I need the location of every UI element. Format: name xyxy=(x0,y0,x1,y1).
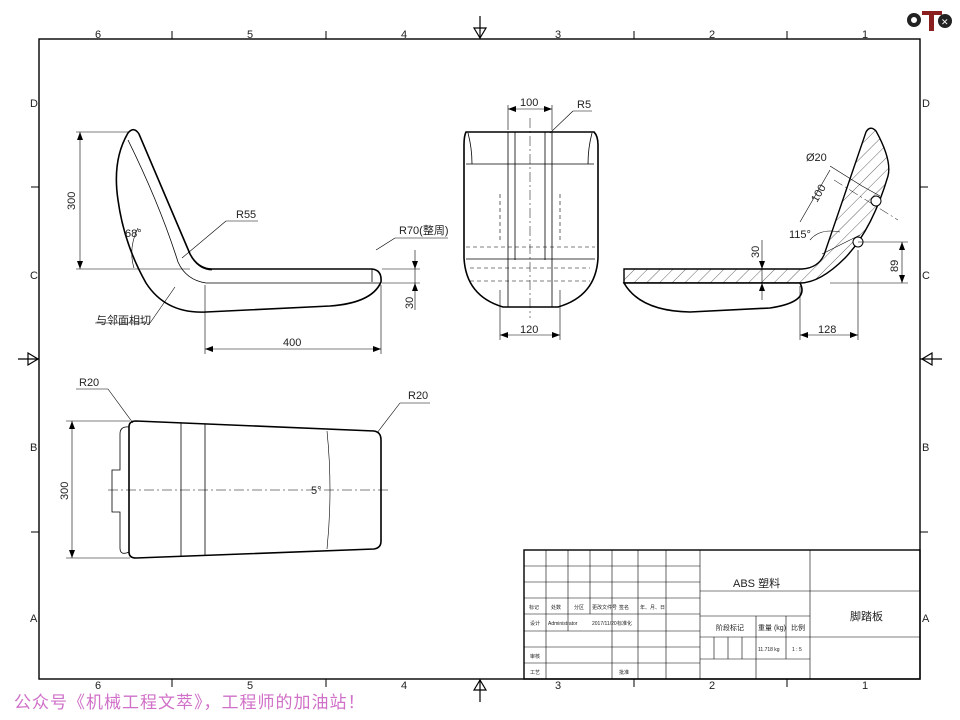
zone-row-c-right: C xyxy=(922,270,930,282)
dim-top-radius-right: R20 xyxy=(408,390,428,402)
tb-header-mark: 标记 xyxy=(529,604,539,611)
svg-text:✕: ✕ xyxy=(941,17,949,27)
dim-top-radius-left: R20 xyxy=(79,377,99,389)
dim-front-top-width: 100 xyxy=(520,97,538,109)
tb-header-date: 年、月、日 xyxy=(640,604,665,611)
tb-material: ABS 塑料 xyxy=(733,576,780,590)
zone-col-4-bottom: 4 xyxy=(401,680,407,692)
title-block: 标记 处数 分区 更改文件号 签名 年、月、日 设计 Administrator… xyxy=(523,549,921,680)
dim-section-angle: 115° xyxy=(789,229,811,241)
tb-header-zone: 分区 xyxy=(574,604,584,611)
section-hatched-region xyxy=(623,127,890,284)
front-view: 100 R5 120 xyxy=(463,97,599,340)
section-view: Ø20 100 115° 30 89 128 xyxy=(622,127,908,340)
note-tangent: 与邻面相切 xyxy=(96,314,151,327)
dim-side-angle: 68° xyxy=(125,228,142,240)
dim-side-length: 400 xyxy=(283,337,301,349)
zone-col-3-top: 3 xyxy=(555,29,561,41)
dim-section-offset: 100 xyxy=(809,183,829,205)
tb-part-name: 脚踏板 xyxy=(850,609,883,623)
tb-scale: 1 : 5 xyxy=(792,647,802,653)
zone-row-a-left: A xyxy=(30,613,38,625)
dim-side-height: 300 xyxy=(66,192,78,210)
tb-designer: Administrator xyxy=(548,621,578,627)
zone-row-b-left: B xyxy=(30,442,37,454)
dim-side-round: R70(整周) xyxy=(399,223,449,237)
dim-top-width: 300 xyxy=(59,482,71,500)
tb-design-label: 设计 xyxy=(530,620,540,627)
dim-front-bottom-width: 120 xyxy=(520,324,538,336)
zone-row-d-left: D xyxy=(30,98,38,110)
dim-section-thickness: 30 xyxy=(750,246,762,258)
tb-header-sign: 签名 xyxy=(619,604,629,611)
zone-col-1-bottom: 1 xyxy=(862,680,868,692)
zone-col-4-top: 4 xyxy=(401,29,407,41)
tb-review: 审核 xyxy=(530,653,540,660)
zone-ticks xyxy=(31,31,928,687)
tb-scale-label: 比例 xyxy=(791,623,805,632)
tb-weight-label: 重量 (kg) xyxy=(758,624,786,632)
top-view: 300 5° R20 R20 xyxy=(59,377,430,559)
zone-col-2-top: 2 xyxy=(709,29,715,41)
tb-standardization: 标准化 xyxy=(617,620,632,627)
dim-side-thickness: 30 xyxy=(404,297,416,309)
centering-marks xyxy=(18,16,942,702)
zone-col-3-bottom: 3 xyxy=(555,680,561,692)
top-view-outline xyxy=(128,420,382,559)
front-view-outline xyxy=(463,131,599,308)
tb-weight: 11.718 kg xyxy=(758,647,780,653)
zone-row-a-right: A xyxy=(922,613,930,625)
tb-header-count: 处数 xyxy=(551,604,561,611)
footer-slogan: 公众号《机械工程文萃》，工程师的加油站！ xyxy=(14,693,366,713)
dim-top-taper: 5° xyxy=(311,485,322,497)
dim-side-fillet: R55 xyxy=(236,209,256,221)
zone-col-6-bottom: 6 xyxy=(95,680,101,692)
zone-col-2-bottom: 2 xyxy=(709,680,715,692)
tb-approve: 批准 xyxy=(619,669,629,676)
company-logo-icon: ✕ xyxy=(907,11,952,31)
side-view-tangent-edge xyxy=(127,139,381,284)
dim-section-length: 128 xyxy=(818,324,836,336)
zone-row-c-left: C xyxy=(30,270,38,282)
zone-col-6-top: 6 xyxy=(95,29,101,41)
tb-process: 工艺 xyxy=(530,670,540,676)
dim-section-height: 89 xyxy=(889,260,901,272)
zone-col-1-top: 1 xyxy=(862,29,868,41)
tb-date: 2017/11/20 xyxy=(592,621,617,627)
tb-header-change-doc: 更改文件号 xyxy=(592,604,617,611)
section-lower-lip xyxy=(622,282,803,313)
dim-front-radius: R5 xyxy=(577,99,591,111)
zone-row-b-right: B xyxy=(922,442,929,454)
zone-col-5-top: 5 xyxy=(247,29,253,41)
zone-col-5-bottom: 5 xyxy=(247,680,253,692)
side-view-inner-edge xyxy=(138,133,213,271)
dim-section-hole: Ø20 xyxy=(806,152,827,164)
section-hole xyxy=(870,195,882,207)
zone-row-d-right: D xyxy=(922,98,930,110)
side-view: 300 68° R55 R70(整周) 30 400 与邻面相切 xyxy=(66,128,449,354)
tb-stage-label: 阶段标记 xyxy=(716,623,744,632)
zone-labels: 6 5 4 3 2 1 6 5 4 3 2 1 D C B A D C B A xyxy=(30,29,930,692)
